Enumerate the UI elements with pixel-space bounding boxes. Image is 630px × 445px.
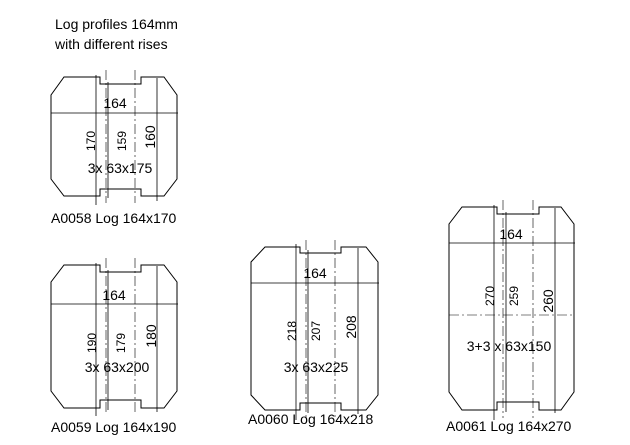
height-inner-label: 207 bbox=[309, 321, 323, 341]
width-label: 164 bbox=[103, 95, 127, 111]
height-outer-label: 218 bbox=[285, 321, 299, 341]
height-outer-label: 170 bbox=[84, 131, 98, 151]
title-line-1: Log profiles 164mm bbox=[55, 16, 178, 32]
height-inner-label: 259 bbox=[507, 286, 521, 306]
profile-outline bbox=[50, 264, 178, 409]
profile-caption: A0061 Log 164x270 bbox=[446, 418, 572, 434]
width-label: 164 bbox=[102, 287, 126, 303]
profile-a0058: 164 170 159 160 3x 63x175 A0058 Log 164x… bbox=[50, 70, 178, 226]
profile-caption: A0059 Log 164x190 bbox=[51, 419, 177, 435]
profile-a0060: 164 218 207 208 3x 63x225 A0060 Log 164x… bbox=[248, 240, 379, 427]
profile-outline bbox=[50, 76, 178, 197]
title-line-2: with different rises bbox=[55, 36, 168, 52]
height-mid-label: 180 bbox=[143, 324, 159, 348]
profile-caption: A0060 Log 164x218 bbox=[248, 411, 374, 427]
height-inner-label: 159 bbox=[115, 131, 129, 151]
height-inner-label: 179 bbox=[114, 333, 128, 353]
sheet-title: Log profiles 164mm with different rises bbox=[55, 14, 178, 54]
height-mid-label: 208 bbox=[343, 315, 359, 339]
height-outer-label: 190 bbox=[85, 333, 99, 353]
height-mid-label: 260 bbox=[540, 289, 556, 313]
profile-outline bbox=[250, 246, 379, 411]
profile-a0061: 164 270 259 260 3+3 x 63x150 A0061 Log 1… bbox=[446, 200, 575, 434]
pieces-label: 3x 63x200 bbox=[85, 359, 150, 375]
profile-a0059: 164 190 179 180 3x 63x200 A0059 Log 164x… bbox=[50, 258, 178, 435]
pieces-label: 3+3 x 63x150 bbox=[467, 338, 552, 354]
pieces-label: 3x 63x175 bbox=[88, 160, 153, 176]
height-mid-label: 160 bbox=[142, 125, 158, 149]
width-label: 164 bbox=[499, 226, 523, 242]
pieces-label: 3x 63x225 bbox=[284, 359, 349, 375]
profile-caption: A0058 Log 164x170 bbox=[51, 210, 177, 226]
width-label: 164 bbox=[303, 265, 327, 281]
profile-outline bbox=[448, 206, 575, 411]
height-outer-label: 270 bbox=[483, 286, 497, 306]
